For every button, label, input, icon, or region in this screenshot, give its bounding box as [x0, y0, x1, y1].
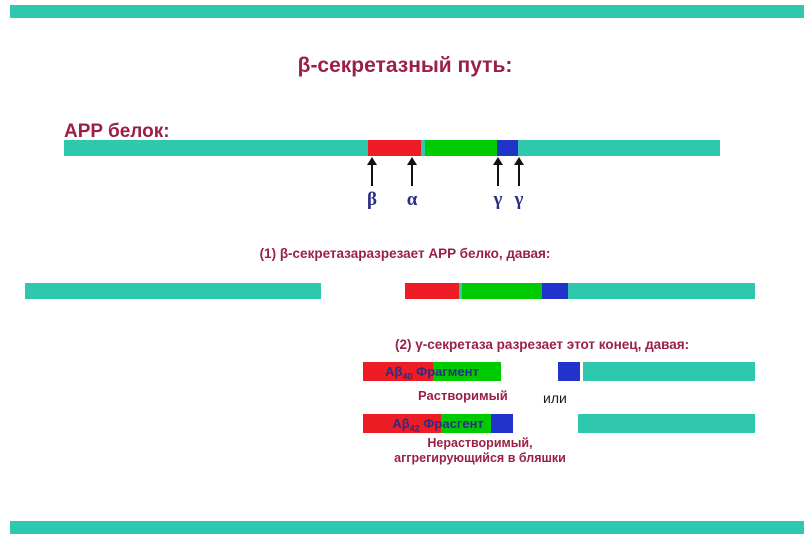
- ab40-name: Фрагмент: [416, 364, 479, 379]
- ab40-green-segment: [433, 362, 501, 381]
- top-border-bar: [10, 5, 804, 18]
- cterm-fragment-bar: [405, 283, 755, 299]
- ab42-red-segment: [363, 414, 441, 433]
- alpha-cleavage-arrow-icon: [407, 157, 417, 186]
- ab42-prefix: Aβ: [392, 416, 410, 431]
- ab42-blue-segment: [491, 414, 513, 433]
- ab42-remainder-bar: [578, 414, 755, 433]
- soluble-nterm-bar: [25, 283, 321, 299]
- gamma2-label: γ: [514, 189, 524, 210]
- app-protein-bar: [64, 140, 720, 156]
- ab42-fragment-label: Aβ42 Фрасгент: [363, 414, 513, 434]
- gamma2-cleavage-arrow-icon: [514, 157, 524, 186]
- ab42-name: Фрасгент: [423, 416, 484, 431]
- gamma1-label: γ: [493, 189, 503, 210]
- alpha-label: α: [406, 189, 418, 210]
- ab42-fragment-bar: Aβ42 Фрасгент: [363, 414, 513, 434]
- cterm-blue-segment: [542, 283, 568, 299]
- app-protein-label: APP белок:: [64, 121, 170, 142]
- beta-label: β: [366, 189, 377, 210]
- ab40-fragment-bar: Aβ40 Фрагмент: [363, 362, 501, 382]
- app-bar-blue-segment: [497, 140, 518, 156]
- step1-caption: (1) β-секретазаразрезает APP белко, дава…: [259, 246, 551, 261]
- ab42-note: Нерастворимый, аггрегирующийся в бляшки: [355, 436, 605, 466]
- ab42-note-line2: аггрегирующийся в бляшки: [394, 451, 566, 465]
- ab40-remainder-blue-segment: [558, 362, 580, 381]
- ab42-note-line1: Нерастворимый,: [427, 436, 533, 450]
- step2-caption: (2) γ-секретаза разрезает этот конец, да…: [395, 337, 690, 352]
- ab40-prefix: Aβ: [385, 364, 403, 379]
- app-bar-red-segment: [368, 140, 421, 156]
- ab40-remainder-bar: [583, 362, 755, 381]
- page-title: β-секретазный путь:: [297, 54, 513, 77]
- beta-cleavage-arrow-icon: [367, 157, 377, 186]
- cterm-red-segment: [405, 283, 459, 299]
- ab40-note: Растворимый: [418, 388, 508, 403]
- or-label: или: [543, 390, 567, 406]
- gamma1-cleavage-arrow-icon: [493, 157, 503, 186]
- ab40-fragment-label: Aβ40 Фрагмент: [363, 362, 501, 382]
- ab42-subscript: 42: [409, 423, 420, 434]
- app-bar-green-segment: [425, 140, 497, 156]
- ab40-red-segment: [363, 362, 433, 381]
- ab42-green-segment: [441, 414, 491, 433]
- ab40-subscript: 40: [402, 371, 413, 382]
- cterm-green-segment: [462, 283, 542, 299]
- bottom-border-bar: [10, 521, 804, 534]
